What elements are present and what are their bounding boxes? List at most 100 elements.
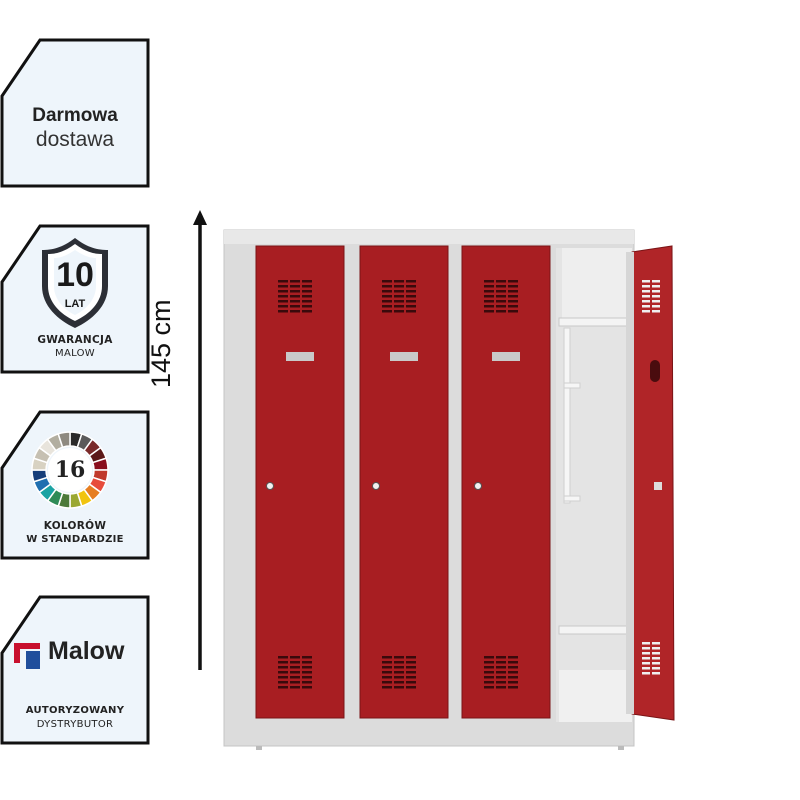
vent-slot: [382, 681, 392, 684]
vent-slot: [382, 295, 392, 298]
vent-slot: [642, 305, 650, 308]
vent-slot: [496, 280, 506, 283]
open-locker-door: [626, 245, 675, 721]
vent-slot: [406, 285, 416, 288]
vent-slot: [496, 656, 506, 659]
vent-slot: [508, 666, 518, 669]
badge-frame: [0, 595, 150, 745]
vent-slot: [278, 666, 288, 669]
locker-image: [223, 229, 675, 750]
vent-slot: [484, 686, 494, 689]
warranty-line2: MALOW: [55, 348, 95, 359]
vent-slot: [496, 285, 506, 288]
vent-slot: [394, 300, 404, 303]
vent-slot: [394, 666, 404, 669]
vent-slot: [642, 667, 650, 670]
vent-slot: [652, 295, 660, 298]
vent-slot: [508, 661, 518, 664]
vent-slot: [642, 652, 650, 655]
vent-slot: [290, 656, 300, 659]
vent-slot: [496, 686, 506, 689]
vent-slot: [508, 656, 518, 659]
vent-slot: [278, 671, 288, 674]
vent-slot: [496, 300, 506, 303]
vent-slot: [382, 666, 392, 669]
label-holder: [286, 352, 314, 361]
vent-slot: [496, 295, 506, 298]
vent-slot: [652, 662, 660, 665]
vent-slot: [508, 681, 518, 684]
shield-icon: [42, 238, 108, 328]
open-compartment-interior: [556, 248, 633, 722]
vent-slot: [642, 657, 650, 660]
vent-slot: [508, 686, 518, 689]
vent-slot: [382, 310, 392, 313]
vent-slot: [278, 310, 288, 313]
vent-slot: [508, 671, 518, 674]
delivery-line2: dostawa: [35, 128, 115, 151]
label-holder: [492, 352, 520, 361]
vent-slot: [382, 686, 392, 689]
vent-slot: [394, 285, 404, 288]
colors-line1: KOLORÓW: [43, 520, 107, 532]
vent-slot: [302, 310, 312, 313]
vent-slot: [484, 290, 494, 293]
vent-slot: [302, 295, 312, 298]
vent-slot: [302, 290, 312, 293]
vent-slot: [290, 681, 300, 684]
vent-slot: [290, 280, 300, 283]
vent-slot: [302, 666, 312, 669]
vent-slot: [406, 300, 416, 303]
vent-slot: [484, 676, 494, 679]
vent-slot: [278, 295, 288, 298]
vent-slot: [642, 300, 650, 303]
vent-slot: [642, 310, 650, 313]
vent-slot: [642, 285, 650, 288]
vent-slot: [290, 300, 300, 303]
warranty-line1: GWARANCJA: [37, 334, 113, 346]
vent-slot: [290, 671, 300, 674]
vent-slot: [642, 290, 650, 293]
vent-slot: [394, 280, 404, 283]
badge-frame: [0, 410, 150, 560]
vent-slot: [406, 686, 416, 689]
vent-slot: [406, 310, 416, 313]
vent-slot: [406, 656, 416, 659]
dealer-line1: AUTORYZOWANY: [25, 705, 125, 716]
vent-slot: [642, 672, 650, 675]
vent-slot: [278, 681, 288, 684]
vent-slot: [278, 661, 288, 664]
vent-slot: [382, 280, 392, 283]
vent-slot: [508, 280, 518, 283]
vent-slot: [278, 290, 288, 293]
colors-line2: W STANDARDZIE: [26, 534, 124, 545]
vent-slot: [652, 305, 660, 308]
vent-slot: [496, 671, 506, 674]
badge-frame: [0, 38, 150, 188]
vent-slot: [508, 285, 518, 288]
delivery-line1: Darmowa: [32, 105, 118, 126]
free-delivery-badge: Darmowa dostawa: [0, 38, 150, 188]
vent-slot: [394, 290, 404, 293]
vent-slot: [652, 667, 660, 670]
vent-slot: [382, 661, 392, 664]
vent-slot: [484, 656, 494, 659]
vent-slot: [302, 686, 312, 689]
vent-slot: [290, 290, 300, 293]
vent-slot: [302, 656, 312, 659]
vent-slot: [302, 285, 312, 288]
vent-slot: [394, 310, 404, 313]
vent-slot: [394, 686, 404, 689]
vent-slot: [484, 300, 494, 303]
colors-badge: 16 KOLORÓW W STANDARDZIE: [0, 410, 150, 560]
vent-slot: [382, 290, 392, 293]
lock-icon: [372, 482, 380, 490]
dealer-badge: Malow AUTORYZOWANY DYSTRYBUTOR: [0, 595, 150, 745]
vent-slot: [278, 305, 288, 308]
vent-slot: [290, 661, 300, 664]
vent-slot: [278, 285, 288, 288]
vent-slot: [496, 666, 506, 669]
vent-slot: [278, 686, 288, 689]
height-label: 145 cm: [146, 299, 176, 388]
lock-icon: [474, 482, 482, 490]
